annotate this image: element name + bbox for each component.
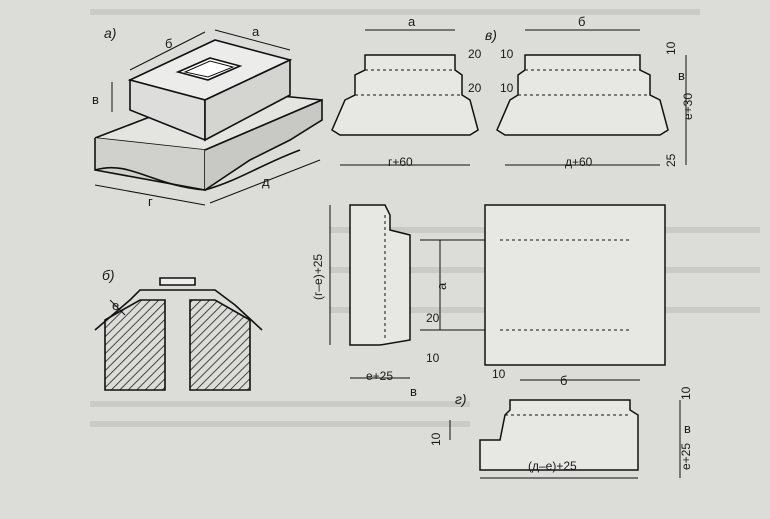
label-d-length: д [262,174,270,189]
g-label-b: б [560,373,567,388]
panel-g-pattern [329,204,681,479]
g-label-v-right: в [684,421,691,436]
label-v-height: в [92,92,99,107]
g-label-v: в [410,384,417,399]
g-dim-de25: (д–е)+25 [528,459,577,473]
v-dim-20-top: 20 [468,47,482,61]
v-dim-10-bottom: 10 [500,81,514,95]
g-dim-e25-right: е+25 [679,443,693,470]
g-dim-10-b: 10 [492,367,506,381]
g-dim-10-right: 10 [679,386,693,400]
v-dim-10-top: 10 [500,47,514,61]
g-dim-ge25: (г–е)+25 [311,254,325,300]
v-dim-d60: д+60 [565,155,593,169]
label-e: е [112,298,119,313]
g-dim-10-mid: 10 [426,351,440,365]
panel-b-section [94,277,263,391]
g-dim-20: 20 [426,311,440,325]
label-b-width: б [165,36,172,51]
g-dim-e25: е+25 [366,369,393,383]
g-dim-10-left: 10 [429,432,443,446]
panel-b-label: б) [102,267,115,283]
panel-v-label: в) [485,27,497,43]
g-label-a: а [434,282,449,290]
v-dim-e30: е+30 [681,93,695,120]
panel-g-label: г) [455,391,467,407]
v-label-v-right: в [678,68,685,83]
label-g-length: г [148,194,153,209]
v-dim-g60: г+60 [388,155,413,169]
panel-a-isometric [94,29,323,206]
v-label-b: б [578,14,585,29]
panel-v-patterns [331,29,687,166]
label-a-length: а [252,24,260,39]
v-label-a: а [408,14,416,29]
v-dim-20-bottom: 20 [468,81,482,95]
v-dim-25: 25 [664,153,678,167]
panel-a-label: а) [104,25,116,41]
v-dim-10-right: 10 [664,41,678,55]
